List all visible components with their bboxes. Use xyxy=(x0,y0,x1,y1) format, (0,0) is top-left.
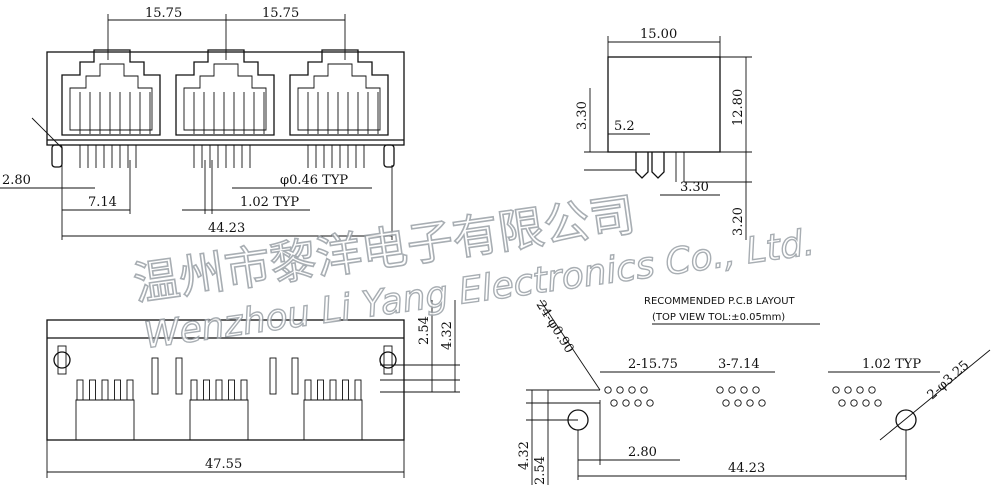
pcb-hole xyxy=(758,399,766,407)
watermark: 温州市黎洋电子有限公司 Wenzhou Li Yang Electronics … xyxy=(129,186,817,357)
right-mount-hole xyxy=(379,351,397,369)
dim-overall-body: 44.23 xyxy=(208,221,245,236)
pcb-title: RECOMMENDED P.C.B LAYOUT xyxy=(644,296,796,307)
bottom-rib xyxy=(269,357,277,395)
dim-front-254: 2.54 xyxy=(417,316,432,345)
bottom-rib xyxy=(151,357,159,395)
left-mount-hole xyxy=(53,351,71,369)
pcb-hole xyxy=(844,386,852,394)
pcb-hole xyxy=(850,399,858,407)
pcb-pitch-c: 1.02 TYP xyxy=(862,357,921,372)
bottom-slot xyxy=(354,379,362,401)
bottom-port-outline xyxy=(303,399,363,440)
bottom-slot xyxy=(304,379,312,401)
pcb-hole xyxy=(634,399,642,407)
pcb-subtitle: (TOP VIEW TOL:±0.05mm) xyxy=(652,312,785,323)
bottom-rib xyxy=(291,357,299,395)
dim-side-h4: 3.20 xyxy=(731,207,746,236)
pcb-layout: RECOMMENDED P.C.B LAYOUT (TOP VIEW TOL:±… xyxy=(517,296,991,485)
side-view: 15.00 12.80 3.20 3.30 5.2 3.30 xyxy=(575,27,752,240)
side-view-body xyxy=(607,56,721,153)
bottom-slot xyxy=(114,379,121,401)
pcb-hole xyxy=(746,399,754,407)
pcb-hole xyxy=(628,386,636,394)
dim-side-h2: 12.80 xyxy=(731,89,746,126)
bottom-slot xyxy=(228,379,235,401)
dim-left-offset: 2.80 xyxy=(2,173,31,188)
pcb-hole xyxy=(838,399,846,407)
dim-side-off: 5.2 xyxy=(614,119,635,134)
pcb-hole xyxy=(722,399,730,407)
pcb-hole xyxy=(862,399,870,407)
right-post xyxy=(383,144,395,168)
bottom-slot xyxy=(101,379,109,401)
bottom-rib xyxy=(175,357,183,395)
bottom-view: 2.54 4.32 47.55 xyxy=(46,300,460,478)
dim-pin-span: 7.14 xyxy=(88,195,117,210)
port-2 xyxy=(175,49,275,136)
front-view: 15.75 15.75 2.80 7.14 φ0.46 TYP 1.02 TYP… xyxy=(0,6,405,240)
pcb-mount-label: 2-φ3.25 xyxy=(925,358,973,403)
dim-pin-dia: φ0.46 TYP xyxy=(280,173,348,188)
pcb-hole xyxy=(716,386,724,394)
pcb-dim-280: 2.80 xyxy=(628,445,657,460)
left-post xyxy=(51,144,63,168)
pcb-hole xyxy=(610,399,618,407)
bottom-slot xyxy=(329,379,337,401)
bottom-slot xyxy=(190,379,198,401)
dim-top-pitch-b: 15.75 xyxy=(262,6,299,21)
pcb-hole xyxy=(728,386,736,394)
bottom-slot xyxy=(89,379,96,401)
bottom-port-outline xyxy=(75,399,135,440)
dim-pin-pitch: 1.02 TYP xyxy=(240,195,299,210)
bottom-slot xyxy=(76,379,84,401)
pcb-hole xyxy=(604,386,612,394)
pcb-pitch-b: 3-7.14 xyxy=(718,357,760,372)
pcb-hole xyxy=(622,399,630,407)
pcb-hole xyxy=(740,386,748,394)
pcb-hole xyxy=(874,399,882,407)
pcb-dim-432: 4.32 xyxy=(517,441,532,470)
bottom-port-outline xyxy=(189,399,249,440)
pcb-hole xyxy=(616,386,624,394)
front-view-body xyxy=(46,51,405,146)
pcb-hole xyxy=(640,386,648,394)
pcb-hole xyxy=(856,386,864,394)
bottom-slot xyxy=(215,379,223,401)
port-1 xyxy=(61,49,161,136)
pcb-pitch-a: 2-15.75 xyxy=(628,357,678,372)
pcb-dim-254: 2.54 xyxy=(533,456,548,485)
dim-front-432: 4.32 xyxy=(440,321,455,350)
bottom-slot xyxy=(203,379,210,401)
pcb-hole xyxy=(646,399,654,407)
dim-side-h1: 3.30 xyxy=(575,101,590,130)
pcb-hole xyxy=(832,386,840,394)
dim-front-width: 47.55 xyxy=(205,457,242,472)
dim-top-pitch-a: 15.75 xyxy=(145,6,182,21)
pcb-dim-4423: 44.23 xyxy=(728,461,765,476)
pcb-hole xyxy=(868,386,876,394)
bottom-slot xyxy=(342,379,349,401)
pcb-hole xyxy=(752,386,760,394)
bottom-slot xyxy=(126,379,134,401)
port-3 xyxy=(289,49,389,136)
pcb-hole xyxy=(734,399,742,407)
dim-side-width: 15.00 xyxy=(640,27,677,42)
pcb-holes-label: 24-φ0.90 xyxy=(533,298,577,356)
bottom-slot xyxy=(317,379,324,401)
dim-side-h3: 3.30 xyxy=(680,180,709,195)
bottom-slot xyxy=(240,379,248,401)
